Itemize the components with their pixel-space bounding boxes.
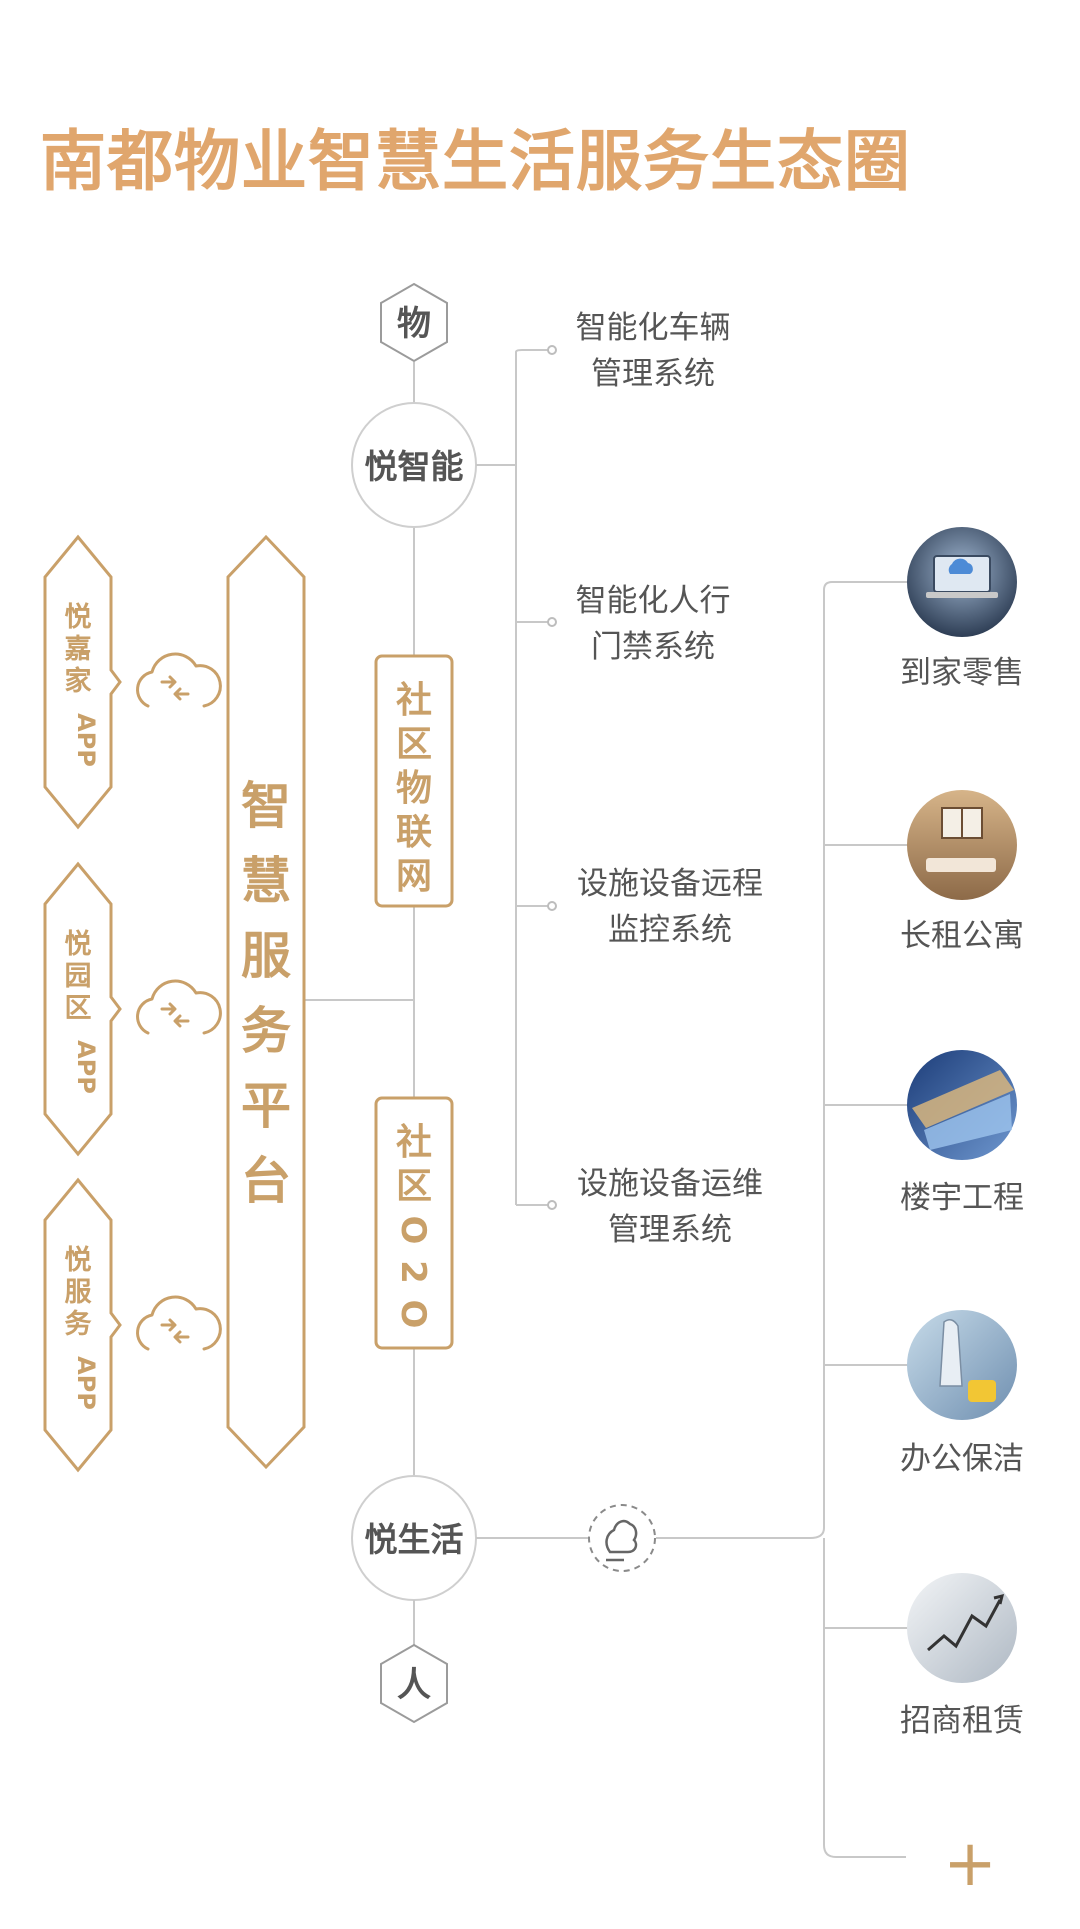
service-item: 办公保洁 — [900, 1310, 1024, 1477]
app-suffix: APP — [72, 1040, 100, 1094]
module-char: O — [393, 1216, 433, 1245]
app-suffix: APP — [72, 713, 100, 767]
app-char: 悦 — [65, 1245, 92, 1276]
service-item: 长租公寓 — [900, 790, 1024, 954]
page-title: 南都物业智慧生活服务生态圈 — [40, 123, 911, 200]
life-hub-label: 悦生活 — [365, 1520, 464, 1559]
module-char: 社 — [396, 680, 432, 721]
service-label: 长租公寓 — [900, 918, 1024, 954]
system-line1: 智能化车辆 — [576, 310, 731, 346]
platform-char: 平 — [241, 1077, 291, 1135]
service-label: 办公保洁 — [900, 1441, 1024, 1477]
module-char: 区 — [396, 1166, 432, 1207]
app-char: 务 — [65, 1309, 92, 1340]
system-item: 设施设备远程 监控系统 — [577, 866, 763, 948]
app-char: 嘉 — [65, 634, 92, 665]
platform-char: 智 — [241, 777, 291, 835]
app-char: 悦 — [65, 929, 92, 960]
platform-char: 服 — [241, 927, 291, 985]
module-char: 2 — [393, 1260, 433, 1284]
hexagon-top-node: 物 — [380, 282, 448, 363]
cloud-sync-icon — [136, 1295, 222, 1351]
service-label: 到家零售 — [900, 655, 1024, 691]
app-char: 园 — [65, 961, 92, 992]
system-line2: 门禁系统 — [591, 629, 715, 665]
platform-hexagon: 智 慧 服 务 平 台 — [226, 534, 306, 1470]
module-o2o-box: 社 区 O 2 O — [374, 1096, 454, 1350]
system-line1: 设施设备远程 — [577, 866, 763, 902]
cleaning-photo — [907, 1310, 1017, 1420]
service-label: 招商租赁 — [900, 1703, 1024, 1739]
services-bracket — [809, 581, 912, 1858]
module-char: 区 — [396, 724, 432, 765]
app-hexagon: 悦 服 务 APP — [43, 1177, 122, 1473]
smart-hub-label: 悦智能 — [365, 447, 464, 486]
cloud-sync-icon — [136, 979, 222, 1035]
life-hub-node: 悦生活 — [351, 1475, 477, 1601]
system-item: 智能化人行 门禁系统 — [576, 583, 731, 665]
app-char: 区 — [65, 993, 92, 1024]
system-bullet — [547, 617, 557, 627]
system-item: 智能化车辆 管理系统 — [576, 310, 731, 392]
leasing-chart-photo — [907, 1573, 1017, 1683]
apartment-photo — [907, 790, 1017, 900]
service-item: 招商租赁 — [900, 1573, 1024, 1739]
system-bullet — [547, 345, 557, 355]
platform-char: 台 — [241, 1152, 291, 1210]
hexagon-bottom-node: 人 — [380, 1643, 448, 1724]
app-hexagon: 悦 嘉 家 APP — [43, 534, 122, 830]
platform-char: 慧 — [241, 852, 291, 910]
module-char: O — [393, 1300, 433, 1329]
module-char: 社 — [396, 1122, 432, 1163]
app-char: 家 — [65, 665, 92, 697]
app-suffix: APP — [72, 1356, 100, 1410]
system-line1: 智能化人行 — [576, 583, 731, 619]
system-bullet — [547, 901, 557, 911]
axis-top-label: 物 — [397, 304, 431, 344]
platform-char: 务 — [241, 1002, 291, 1060]
module-char: 网 — [396, 856, 432, 897]
smart-hub-node: 悦智能 — [351, 402, 477, 528]
service-label: 楼宇工程 — [900, 1180, 1024, 1216]
app-char: 服 — [65, 1277, 93, 1308]
more-plus-icon: + — [943, 1827, 997, 1901]
axis-bottom-label: 人 — [397, 1665, 431, 1705]
service-item: 到家零售 — [900, 527, 1024, 691]
module-char: 物 — [396, 768, 432, 809]
app-hexagon: 悦 园 区 APP — [43, 861, 122, 1157]
system-bullet — [547, 1200, 557, 1210]
service-item: 楼宇工程 — [900, 1050, 1024, 1216]
service-hand-icon — [588, 1504, 656, 1572]
system-line2: 管理系统 — [591, 356, 715, 392]
system-line1: 设施设备运维 — [577, 1166, 763, 1202]
cloud-sync-icon — [136, 652, 222, 708]
system-item: 设施设备运维 管理系统 — [577, 1166, 763, 1248]
systems-bracket — [476, 349, 548, 1206]
app-char: 悦 — [65, 602, 92, 633]
module-iot-box: 社 区 物 联 网 — [374, 654, 454, 908]
module-char: 联 — [396, 812, 432, 853]
system-line2: 管理系统 — [608, 1212, 732, 1248]
system-line2: 监控系统 — [608, 912, 732, 948]
